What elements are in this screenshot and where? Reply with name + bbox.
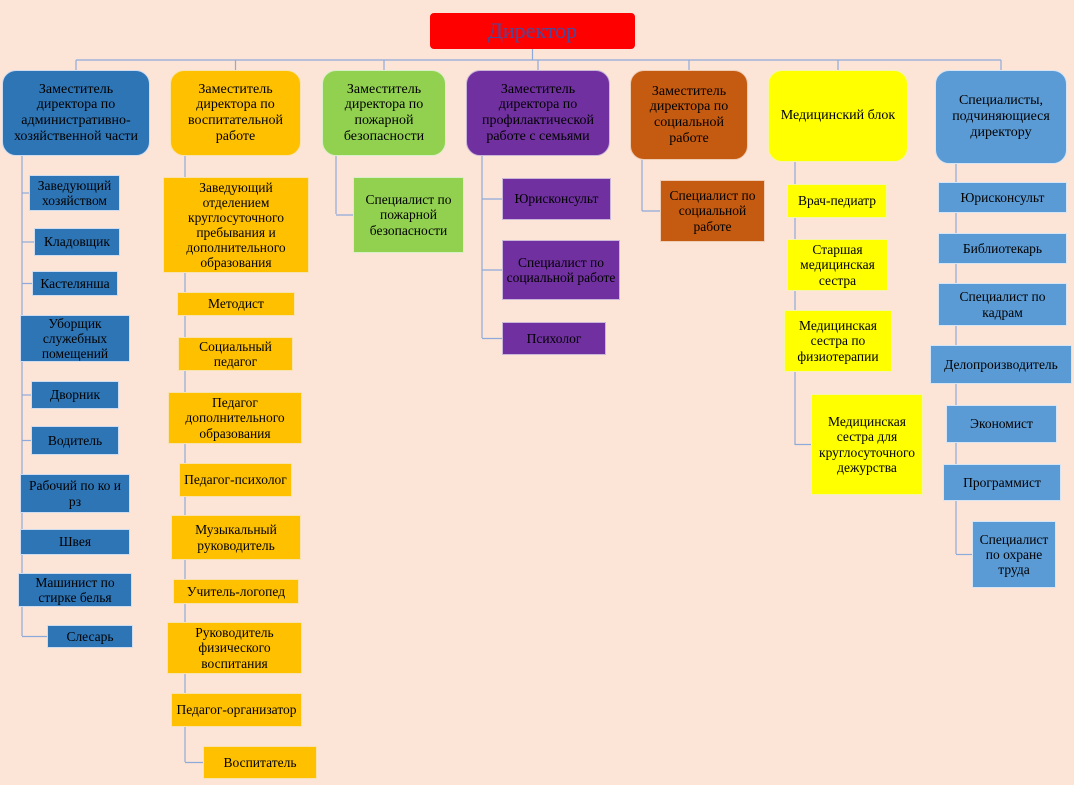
staff-specialists-3: Делопроизводитель (930, 345, 1072, 384)
staff-admin-9: Слесарь (47, 625, 133, 648)
staff-social-0: Специалист по социальной работе (660, 180, 765, 242)
staff-admin-4: Дворник (31, 381, 119, 409)
staff-specialists-1: Библиотекарь (938, 233, 1067, 264)
staff-family-2: Психолог (502, 322, 606, 355)
staff-admin-3: Уборщик служебных помещений (20, 315, 130, 362)
staff-specialists-0: Юрисконсульт (938, 182, 1067, 213)
staff-medical-0: Врач-педиатр (787, 184, 887, 218)
head-admin: Заместитель директора по административно… (2, 70, 150, 156)
staff-specialists-2: Специалист по кадрам (938, 283, 1067, 326)
staff-specialists-5: Программист (943, 464, 1061, 501)
head-fire: Заместитель директора по пожарной безопа… (322, 70, 446, 156)
staff-educ-8: Педагог-организатор (171, 693, 302, 727)
staff-admin-6: Рабочий по ко и рз (20, 474, 130, 513)
head-family: Заместитель директора по профилактическо… (466, 70, 610, 156)
staff-admin-2: Кастелянша (32, 271, 118, 296)
staff-specialists-6: Специалист по охране труда (972, 521, 1056, 588)
staff-admin-5: Водитель (31, 426, 119, 455)
staff-educ-9: Воспитатель (203, 746, 317, 779)
staff-medical-1: Старшая медицинская сестра (787, 239, 888, 291)
head-medical: Медицинский блок (768, 70, 908, 162)
staff-medical-2: Медицинская сестра по физиотерапии (784, 310, 892, 372)
staff-family-0: Юрисконсульт (502, 178, 611, 220)
staff-admin-8: Машинист по стирке белья (18, 573, 132, 607)
staff-educ-4: Педагог-психолог (179, 463, 292, 497)
staff-medical-3: Медицинская сестра для круглосуточного д… (811, 394, 923, 495)
staff-admin-0: Заведующий хозяйством (29, 175, 120, 211)
staff-educ-7: Руководитель физического воспитания (167, 622, 302, 674)
staff-educ-2: Социальный педагог (178, 337, 293, 371)
head-educ: Заместитель директора по воспитательной … (170, 70, 301, 156)
staff-family-1: Специалист по социальной работе (502, 240, 620, 300)
staff-educ-0: Заведующий отделением круглосуточного пр… (163, 177, 309, 273)
staff-educ-1: Методист (177, 292, 295, 316)
staff-fire-0: Специалист по пожарной безопасности (353, 177, 464, 253)
staff-educ-3: Педагог дополнительного образования (168, 392, 302, 444)
head-specialists: Специалисты, подчиняющиеся директору (935, 70, 1067, 164)
staff-educ-5: Музыкальный руководитель (171, 515, 301, 560)
staff-admin-7: Швея (20, 529, 130, 555)
staff-educ-6: Учитель-логопед (173, 579, 299, 604)
director-box: Директор (430, 13, 635, 49)
staff-specialists-4: Экономист (946, 405, 1057, 443)
head-social: Заместитель директора по социальной рабо… (630, 70, 748, 160)
staff-admin-1: Кладовщик (34, 228, 120, 256)
